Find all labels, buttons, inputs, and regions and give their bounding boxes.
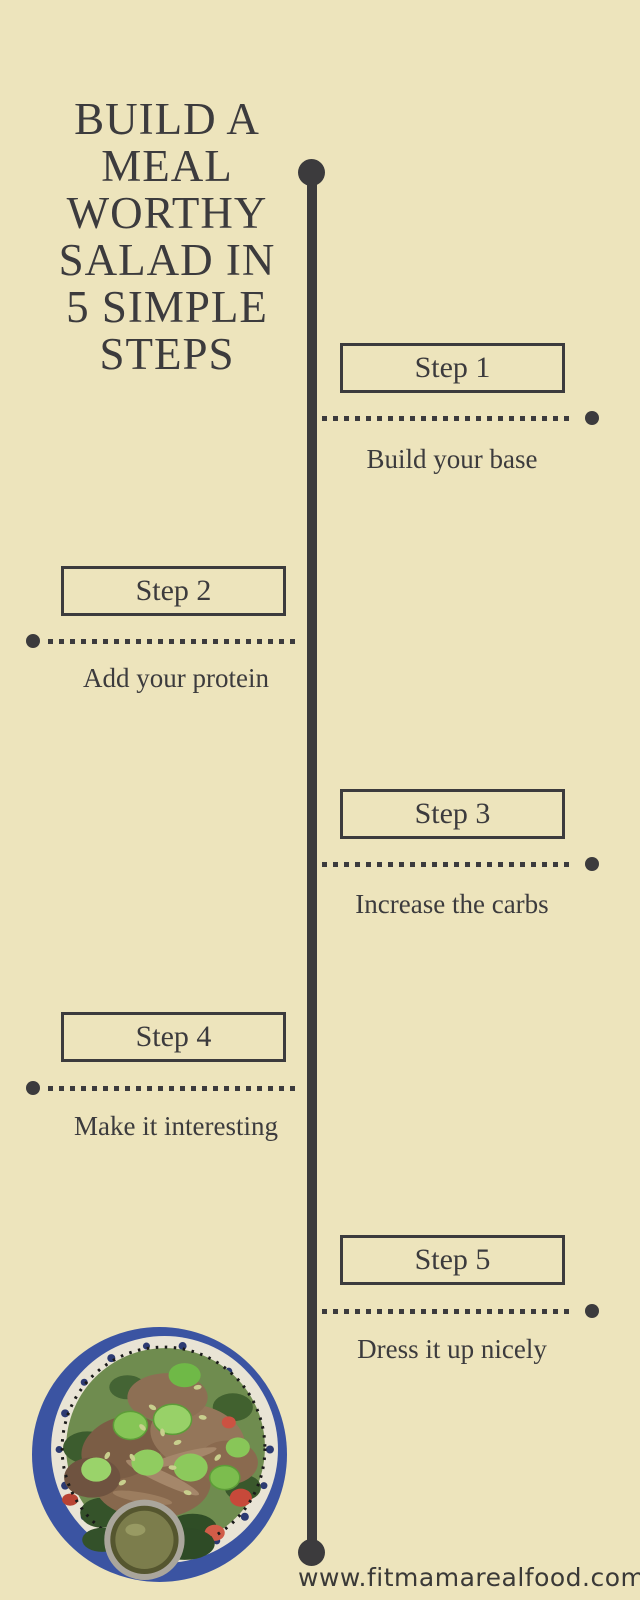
step-3-label: Step 3 bbox=[414, 797, 491, 830]
website-url: www.fitmamarealfood.com bbox=[298, 1563, 640, 1592]
step-4-label: Step 4 bbox=[135, 1020, 212, 1053]
title-line: BUILD A bbox=[74, 94, 260, 144]
step-3-dot bbox=[585, 857, 599, 871]
title-line: WORTHY bbox=[66, 188, 268, 238]
step-5-caption: Dress it up nicely bbox=[357, 1334, 547, 1364]
step-2-box: Step 2 bbox=[61, 566, 286, 616]
timeline-end-dot bbox=[298, 1539, 325, 1566]
salad-bowl-photo bbox=[32, 1327, 287, 1582]
title-line: MEAL bbox=[101, 141, 233, 191]
title-line: STEPS bbox=[99, 329, 235, 379]
step-4-dot bbox=[26, 1081, 40, 1095]
step-1-caption: Build your base bbox=[366, 444, 538, 474]
step-1-dot bbox=[585, 411, 599, 425]
step-5-dot bbox=[585, 1304, 599, 1318]
page-title: BUILD A MEAL WORTHY SALAD IN 5 SIMPLE ST… bbox=[28, 96, 306, 378]
step-1-label: Step 1 bbox=[414, 351, 491, 384]
step-5-label: Step 5 bbox=[414, 1243, 491, 1276]
step-2-label: Step 2 bbox=[135, 574, 212, 607]
step-3-caption: Increase the carbs bbox=[355, 889, 549, 919]
step-4-dotted-line bbox=[48, 1086, 301, 1091]
step-3-dotted-line bbox=[322, 862, 575, 867]
step-2-dotted-line bbox=[48, 639, 301, 644]
step-2-caption: Add your protein bbox=[83, 663, 269, 693]
timeline-line bbox=[307, 172, 317, 1553]
step-5-box: Step 5 bbox=[340, 1235, 565, 1285]
title-line: SALAD IN bbox=[58, 235, 276, 285]
step-4-box: Step 4 bbox=[61, 1012, 286, 1062]
step-1-box: Step 1 bbox=[340, 343, 565, 393]
step-4-caption: Make it interesting bbox=[74, 1111, 278, 1141]
title-line: 5 SIMPLE bbox=[66, 282, 268, 332]
step-3-box: Step 3 bbox=[340, 789, 565, 839]
timeline-start-dot bbox=[298, 159, 325, 186]
step-1-dotted-line bbox=[322, 416, 575, 421]
step-5-dotted-line bbox=[322, 1309, 575, 1314]
step-2-dot bbox=[26, 634, 40, 648]
